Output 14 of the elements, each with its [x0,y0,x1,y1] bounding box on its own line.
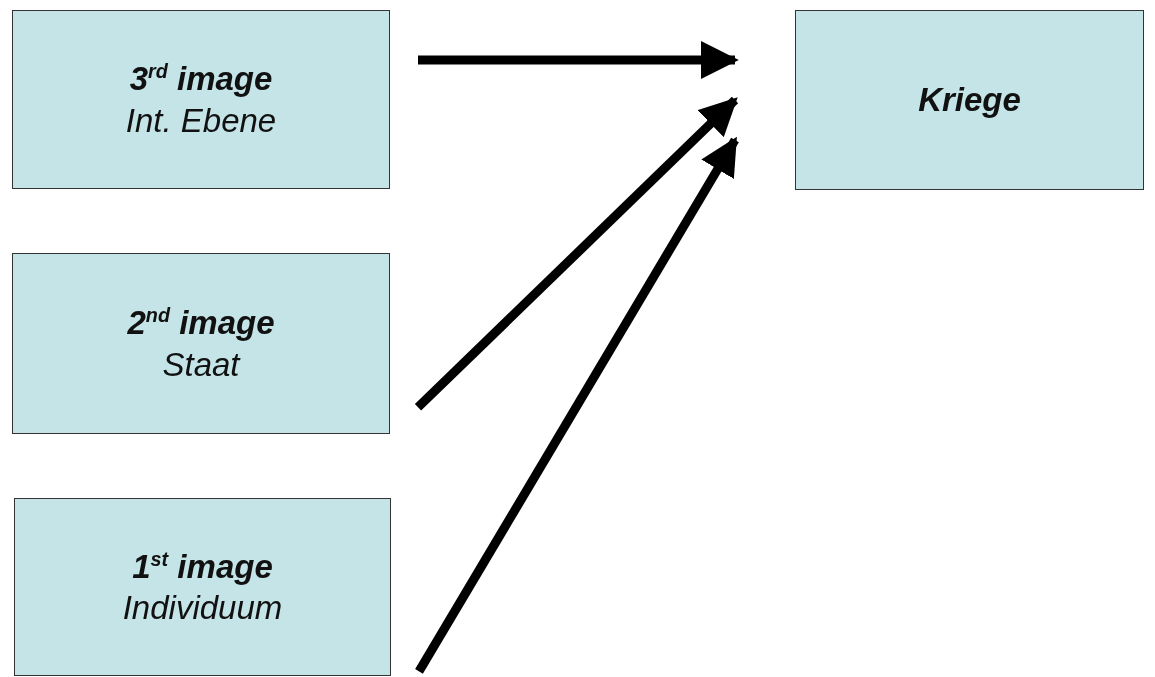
arrow [415,136,739,674]
arrow [414,96,739,411]
box-text: Int. Ebene [125,100,277,141]
process-box [12,10,390,189]
box-heading: 2$^{nd}$ image [127,303,275,344]
box-heading: 1$^{st}$ image [132,546,273,587]
process-box [795,10,1144,190]
box-text: Individuum [122,588,283,628]
process-box [12,253,390,434]
arrow [418,41,739,79]
box-text: Staat [162,344,240,385]
box-label: Kriege [918,80,1021,121]
process-box [14,498,391,676]
box-heading: 3$^{rd}$ image [129,59,273,100]
